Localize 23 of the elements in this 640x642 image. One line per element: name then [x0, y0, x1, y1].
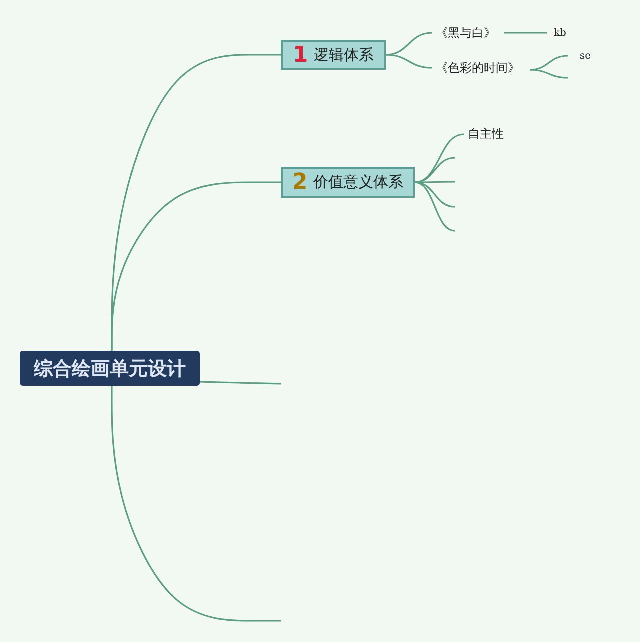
central-topic-box — [20, 351, 200, 386]
topic-label: 综合绘画单元设计 — [34, 356, 186, 382]
connector-line — [504, 32, 547, 34]
connector-line — [386, 32, 432, 56]
connector-line — [530, 69, 568, 79]
connector-line — [415, 181, 455, 184]
connector-line — [386, 54, 432, 69]
branch-topic-box — [281, 40, 386, 70]
topic-label: 价值意义体系 — [314, 173, 404, 192]
connector-line — [200, 381, 282, 385]
priority-number: 2 — [292, 170, 308, 195]
connector-line — [414, 182, 456, 232]
topic-label: se — [578, 50, 596, 62]
connector-line — [111, 182, 281, 351]
topic-label: 逻辑体系 — [314, 46, 374, 64]
branch-topic-box — [281, 167, 415, 198]
topic-label: kb — [552, 24, 576, 42]
topic-label: 自主性 — [464, 128, 506, 141]
priority-number: 1 — [292, 42, 308, 68]
topic-label: 《色彩的时间》 — [432, 59, 522, 77]
connector-line — [530, 55, 568, 71]
topic-label: 《黑与白》 — [432, 24, 504, 42]
connector-line — [111, 386, 281, 622]
